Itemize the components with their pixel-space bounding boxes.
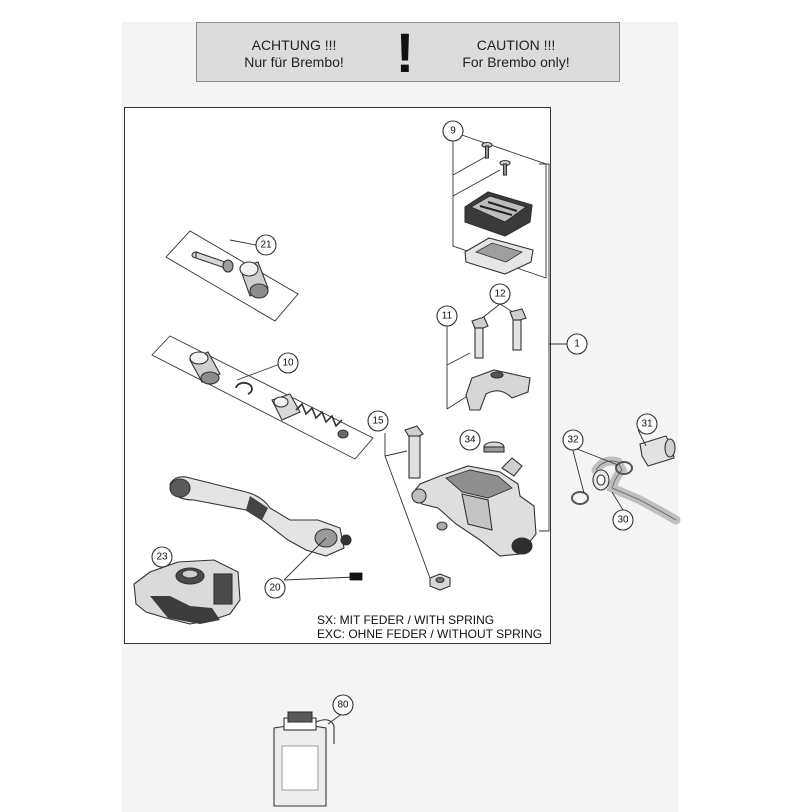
- lever-guard: [133, 559, 241, 625]
- brake-fluid-bottle: [273, 711, 335, 807]
- master-cylinder-body: [411, 457, 537, 557]
- note-sx: SX: MIT FEDER / WITH SPRING: [317, 613, 494, 627]
- svg-text:10: 10: [282, 358, 294, 369]
- callout-32: 32: [562, 429, 584, 451]
- warning-german-title: ACHTUNG !!!: [251, 37, 337, 53]
- svg-text:30: 30: [617, 515, 629, 526]
- callout-11: 11: [436, 305, 458, 327]
- callout-10: 10: [277, 352, 299, 374]
- callout-34: 34: [459, 429, 481, 451]
- piston-kit-frame: [165, 230, 299, 322]
- brake-line: [591, 456, 681, 525]
- repair-kit-frame: [151, 335, 374, 460]
- warning-english-note: For Brembo only!: [462, 54, 570, 70]
- warning-banner: ACHTUNG !!! Nur für Brembo! ! CAUTION !!…: [196, 22, 620, 82]
- callout-21: 21: [255, 234, 277, 256]
- reservoir-plug: [483, 441, 505, 453]
- cap-screw: [499, 159, 511, 176]
- note-exc: EXC: OHNE FEDER / WITHOUT SPRING: [317, 627, 542, 641]
- callout-23: 23: [151, 546, 173, 568]
- svg-text:80: 80: [337, 700, 349, 711]
- piston-kit-group: [165, 230, 299, 322]
- svg-text:12: 12: [494, 289, 506, 300]
- svg-text:9: 9: [450, 126, 456, 137]
- svg-text:31: 31: [641, 419, 653, 430]
- pivot-nut: [429, 573, 451, 591]
- svg-text:11: 11: [442, 311, 453, 322]
- callout-12: 12: [489, 283, 511, 305]
- svg-text:32: 32: [567, 435, 579, 446]
- piston-spring: [271, 393, 349, 439]
- svg-text:21: 21: [260, 240, 272, 251]
- warning-german-note: Nur für Brembo!: [244, 54, 344, 70]
- reservoir-cap: [464, 191, 533, 237]
- circlip: [235, 381, 253, 395]
- reservoir-cap-group: [452, 131, 547, 279]
- sealing-washer: [571, 491, 589, 505]
- callout-1: 1: [566, 333, 588, 355]
- svg-text:23: 23: [156, 552, 168, 563]
- banjo-bolt: [639, 435, 676, 467]
- svg-text:20: 20: [269, 583, 281, 594]
- reservoir-cap-group-frame: [452, 131, 547, 279]
- pivot-bolt: [404, 425, 424, 479]
- warning-german: ACHTUNG !!! Nur für Brembo!: [219, 37, 369, 71]
- sealing-washer: [615, 461, 633, 475]
- callout-30: 30: [612, 509, 634, 531]
- piston-seal: [239, 261, 269, 299]
- exclamation-icon: !: [395, 21, 415, 84]
- svg-text:34: 34: [464, 435, 476, 446]
- reservoir-membrane: [464, 237, 534, 275]
- callout-80: 80: [332, 694, 354, 716]
- cap-screw: [481, 141, 493, 159]
- callout-9: 9: [442, 120, 464, 142]
- callout-20: 20: [264, 577, 286, 599]
- piston-pin: [191, 251, 234, 273]
- clamp-bolt: [471, 316, 489, 359]
- repair-kit-group: [151, 335, 374, 460]
- handlebar-clamp: [465, 369, 531, 411]
- warning-english: CAUTION !!! For Brembo only!: [441, 37, 591, 71]
- dust-boot: [189, 351, 221, 385]
- clamp-bolt: [509, 308, 527, 351]
- brake-lever: [169, 476, 352, 557]
- lever-spring: [349, 572, 363, 581]
- callout-15: 15: [367, 410, 389, 432]
- svg-text:15: 15: [372, 416, 384, 427]
- handlebar-clamp-group: [446, 303, 531, 411]
- callout-31: 31: [636, 413, 658, 435]
- svg-text:1: 1: [574, 339, 580, 350]
- warning-english-title: CAUTION !!!: [476, 37, 556, 53]
- master-cylinder-bracket: [539, 163, 567, 532]
